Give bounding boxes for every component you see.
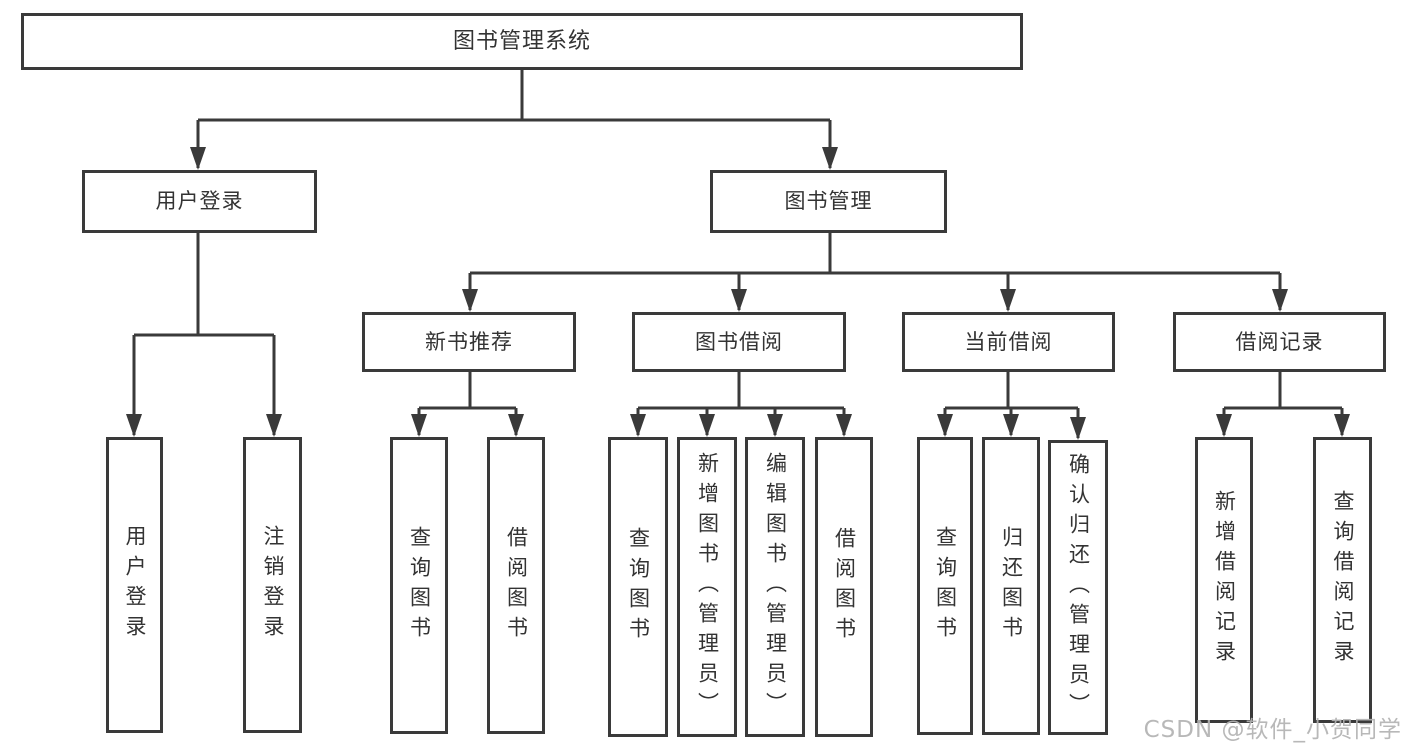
node-edit-books-admin: 编辑图书（管理员） [745,437,805,737]
arrowhead-down-icon [630,414,646,437]
arrowhead-down-icon [937,414,953,437]
arrowhead-down-icon [1272,289,1288,312]
node-root-system: 图书管理系统 [21,13,1023,70]
arrowhead-down-icon [508,414,524,437]
arrowhead-down-icon [1070,417,1086,440]
arrowhead-down-icon [1003,414,1019,437]
node-book-borrowing: 图书借阅 [632,312,846,372]
node-add-books-admin: 新增图书（管理员） [677,437,737,737]
arrowhead-down-icon [462,289,478,312]
arrowhead-down-icon [731,289,747,312]
arrowhead-down-icon [266,414,282,437]
node-query-borrow-record: 查询借阅记录 [1313,437,1372,723]
node-user-login-group: 用户登录 [82,170,317,233]
arrowhead-down-icon [1216,414,1232,437]
node-book-management: 图书管理 [710,170,947,233]
node-add-borrow-record: 新增借阅记录 [1195,437,1253,723]
node-borrowing-records: 借阅记录 [1173,312,1386,372]
arrowhead-down-icon [190,147,206,170]
node-user-login: 用户登录 [106,437,163,733]
node-new-book-recommendation: 新书推荐 [362,312,576,372]
arrowhead-down-icon [699,414,715,437]
node-logout: 注销登录 [243,437,302,733]
arrowhead-down-icon [126,414,142,437]
node-borrow-books: 借阅图书 [815,437,873,737]
arrowhead-down-icon [411,414,427,437]
arrowhead-down-icon [767,414,783,437]
node-rec-query-books: 查询图书 [390,437,448,734]
node-borrow-query-books: 查询图书 [608,437,668,737]
arrowhead-down-icon [822,147,838,170]
arrowhead-down-icon [1000,289,1016,312]
arrowhead-down-icon [836,414,852,437]
node-return-books: 归还图书 [982,437,1040,735]
node-rec-borrow-books: 借阅图书 [487,437,545,734]
node-confirm-return-admin: 确认归还（管理员） [1048,440,1108,735]
arrowhead-down-icon [1334,414,1350,437]
node-current-borrowing: 当前借阅 [902,312,1115,372]
node-current-query-books: 查询图书 [917,437,973,735]
csdn-watermark: CSDN @软件_小贺同学 [1143,717,1402,743]
